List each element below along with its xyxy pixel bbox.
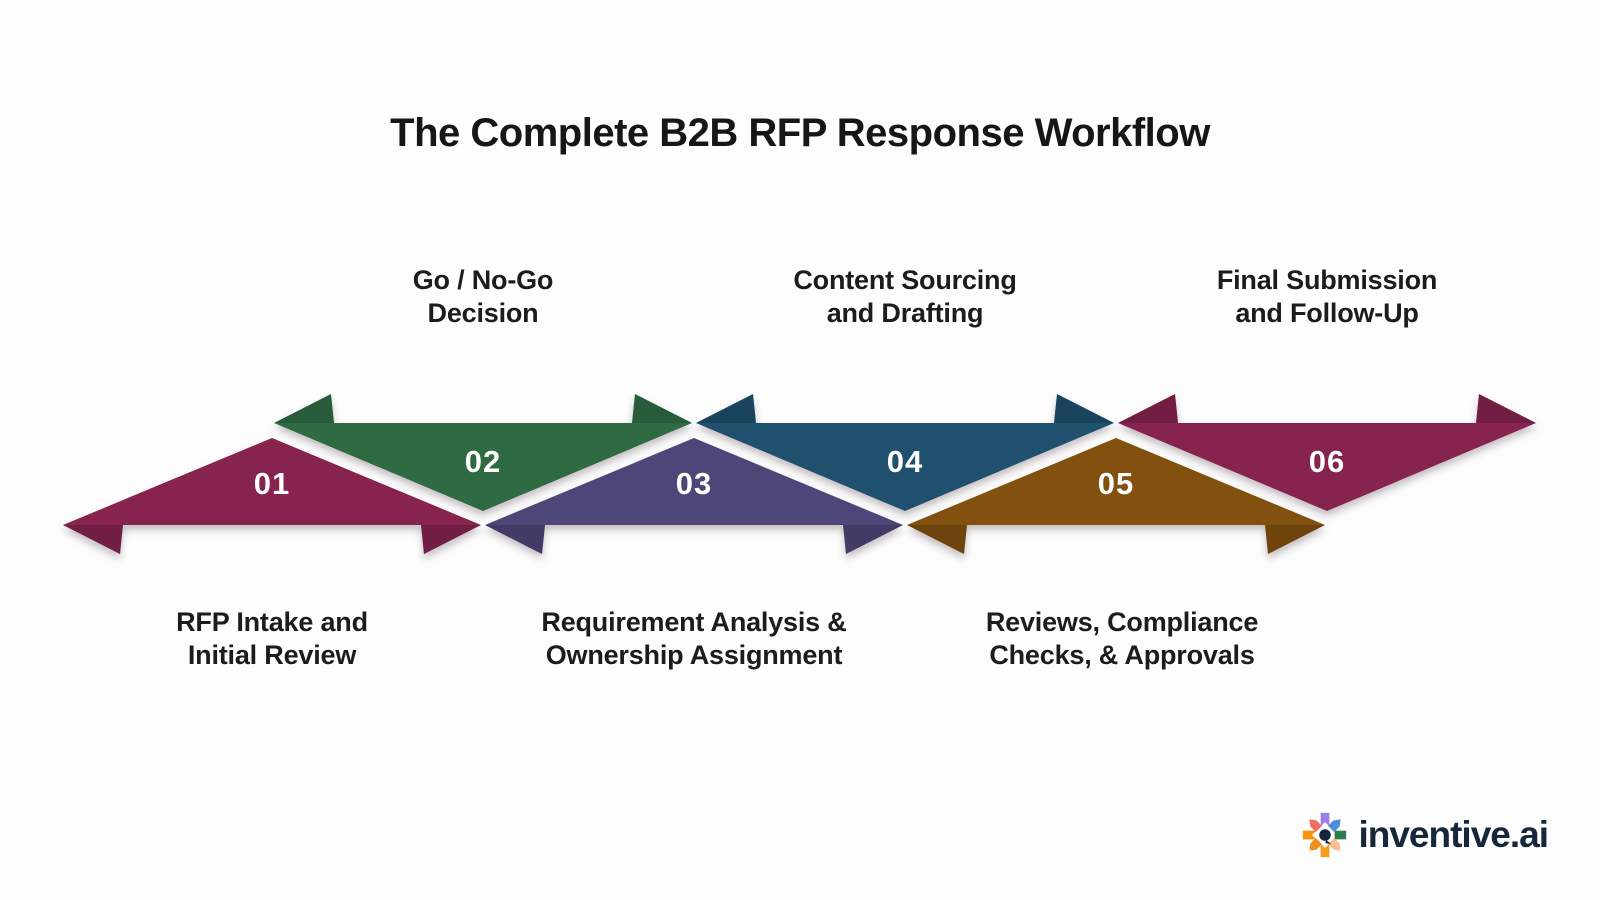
step-03-label-line1: Requirement Analysis & (541, 607, 847, 637)
step-01-left-fold (63, 525, 123, 554)
step-05-right-fold (1265, 525, 1325, 554)
logo-center-dot (1319, 829, 1332, 841)
step-06-label-line2: and Follow-Up (1235, 298, 1419, 328)
step-04-arrow (696, 394, 1114, 511)
step-06-number: 06 (1308, 444, 1346, 479)
step-05-label: Reviews, Compliance Checks, & Approvals (902, 606, 1342, 672)
step-01-label-line1: RFP Intake and (176, 607, 368, 637)
logo-spoke-top-right (1328, 819, 1342, 832)
step-02-label-line2: Decision (427, 298, 539, 328)
step-01-label: RFP Intake and Initial Review (52, 606, 492, 672)
step-03-left-fold (485, 525, 545, 554)
logo-spoke-bottom-right (1328, 838, 1342, 851)
step-03-right-fold (843, 525, 903, 554)
step-01-label-line2: Initial Review (187, 640, 357, 670)
step-04-label-line2: and Drafting (826, 298, 984, 328)
step-04-label-line1: Content Sourcing (793, 265, 1017, 295)
step-02-label: Go / No-Go Decision (263, 264, 703, 330)
step-06-label-line1: Final Submission (1216, 265, 1438, 295)
logo-spoke-left (1303, 830, 1317, 840)
step-04-number: 04 (886, 444, 924, 479)
step-01-right-fold (421, 525, 481, 554)
step-03-arrow (485, 438, 903, 554)
page-title: The Complete B2B RFP Response Workflow (390, 110, 1210, 155)
step-06-arrow (1118, 394, 1536, 511)
step-06-right-fold (1476, 394, 1536, 423)
inventive-ai-logo: inventive.ai (1300, 810, 1549, 860)
logo-center-tail (1325, 839, 1332, 845)
step-06-left-fold (1118, 394, 1178, 423)
step-01-arrow (63, 438, 481, 554)
logo-spoke-top (1321, 812, 1330, 827)
step-02-right-fold (632, 394, 692, 423)
step-02-label-line1: Go / No-Go (412, 265, 554, 295)
step-05-label-line1: Reviews, Compliance (985, 607, 1259, 637)
step-05-arrow (907, 438, 1325, 554)
logo-spoke-bottom (1321, 843, 1330, 858)
step-05-number: 05 (1097, 466, 1135, 501)
logo-wordmark: inventive.ai (1358, 814, 1549, 855)
logo-spoke-right (1335, 830, 1347, 840)
step-03-label-line2: Ownership Assignment (545, 640, 843, 670)
step-04-right-fold (1054, 394, 1114, 423)
starburst-icon (1303, 812, 1347, 858)
step-02-arrow (274, 394, 692, 511)
step-02-left-fold (274, 394, 334, 423)
step-04-label: Content Sourcing and Drafting (685, 264, 1125, 330)
step-01-number: 01 (253, 466, 291, 501)
logo-spoke-top-left (1309, 819, 1323, 832)
logo-spoke-bottom-left (1309, 838, 1323, 851)
step-05-left-fold (907, 525, 967, 554)
step-04-left-fold (696, 394, 756, 423)
step-06-label: Final Submission and Follow-Up (1107, 264, 1547, 330)
step-02-number: 02 (464, 444, 502, 479)
step-03-number: 03 (675, 466, 713, 501)
step-05-label-line2: Checks, & Approvals (989, 640, 1255, 670)
step-03-label: Requirement Analysis & Ownership Assignm… (474, 606, 914, 672)
